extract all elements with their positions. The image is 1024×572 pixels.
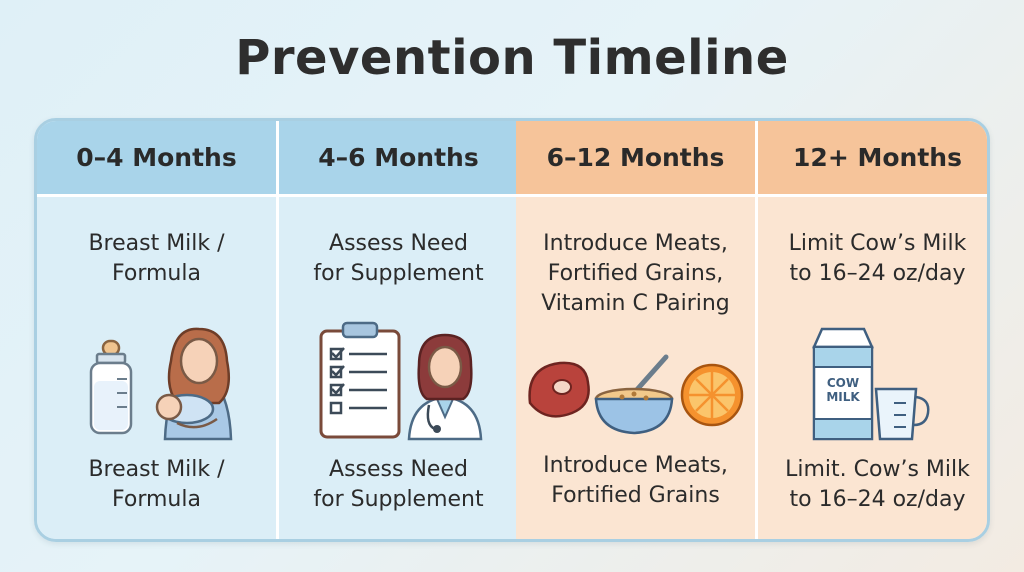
column-header: 6–12 Months: [516, 121, 755, 197]
column-illustration: [528, 354, 744, 435]
mother-nursing-baby-icon: [155, 327, 233, 441]
carton-label-line-1: COW: [827, 376, 859, 390]
measuring-cup-icon: [874, 387, 930, 441]
column-header: 12+ Months: [758, 121, 987, 197]
orange-slice-icon: [680, 363, 744, 427]
column-divider: [276, 121, 279, 539]
column-bottom-text: Assess Need for Supplement: [313, 457, 484, 512]
column-bottom-text: Breast Milk / Formula: [88, 457, 225, 512]
column-illustration: COW MILK: [812, 327, 930, 441]
column-top-text: Assess Need for Supplement: [313, 231, 484, 286]
column-header: 0–4 Months: [37, 121, 276, 197]
timeline-column-6-12-months: 6–12 Months Introduce Meats, Fortified G…: [516, 121, 755, 539]
column-divider: [755, 121, 758, 539]
clipboard-checklist-icon: [319, 321, 401, 439]
steak-icon: [528, 361, 590, 418]
column-top-text: Limit Cow’s Milk to 16–24 oz/day: [788, 231, 967, 286]
carton-label-line-2: MILK: [826, 390, 860, 404]
page-title: Prevention Timeline: [235, 30, 789, 86]
column-illustration: [89, 327, 233, 441]
column-top-text: Breast Milk / Formula: [88, 231, 225, 286]
timeline-column-12-plus-months: 12+ Months Limit Cow’s Milk to 16–24 oz/…: [758, 121, 987, 539]
baby-bottle-icon: [89, 339, 133, 435]
column-bottom-text: Limit. Cow’s Milk to 16–24 oz/day: [785, 457, 970, 512]
timeline-column-4-6-months: 4–6 Months Assess Need for Supplement: [279, 121, 518, 539]
column-header: 4–6 Months: [279, 121, 518, 197]
milk-carton-icon: COW MILK: [812, 327, 874, 441]
column-bottom-text: Introduce Meats, Fortified Grains: [543, 453, 728, 508]
column-top-text: Introduce Meats, Fortified Grains, Vitam…: [541, 231, 730, 316]
doctor-icon: [407, 333, 483, 441]
cereal-bowl-icon: [594, 354, 674, 435]
timeline-board: 0–4 Months Breast Milk / Formula Brea: [34, 118, 990, 542]
timeline-column-0-4-months: 0–4 Months Breast Milk / Formula Brea: [37, 121, 276, 539]
column-illustration: [319, 321, 483, 441]
